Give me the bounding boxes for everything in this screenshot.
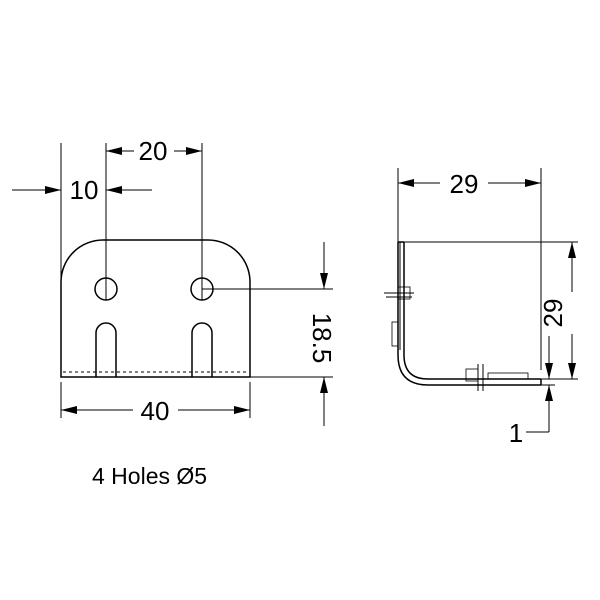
slot-right — [191, 322, 213, 377]
slot-left — [95, 322, 117, 377]
side-profile-inner — [403, 242, 541, 380]
dim-side-depth: 29 — [450, 169, 479, 199]
dimension-29-horizontal: 29 — [398, 169, 541, 199]
dim-thickness: 1 — [509, 418, 523, 448]
dim-hole-spacing: 20 — [139, 136, 168, 166]
dim-overall-width: 40 — [141, 396, 170, 426]
front-outline — [60, 239, 251, 378]
dimension-20: 20 — [106, 136, 202, 166]
dim-hole-height: 18.5 — [307, 313, 337, 364]
dim-side-height: 29 — [538, 299, 568, 328]
front-view: 20 10 40 18.5 — [12, 136, 337, 426]
dimension-1: 1 — [509, 336, 553, 448]
dim-edge-to-hole: 10 — [70, 175, 99, 205]
side-profile-outer — [397, 242, 541, 386]
dimension-18-5: 18.5 — [307, 242, 337, 426]
side-view: 29 29 1 — [384, 168, 578, 448]
side-hole-marks — [384, 286, 529, 391]
dimension-29-vertical: 29 — [538, 242, 576, 379]
dimension-10: 10 — [12, 175, 152, 205]
holes-note: 4 Holes Ø5 — [92, 463, 207, 489]
dimension-40: 40 — [61, 396, 250, 426]
